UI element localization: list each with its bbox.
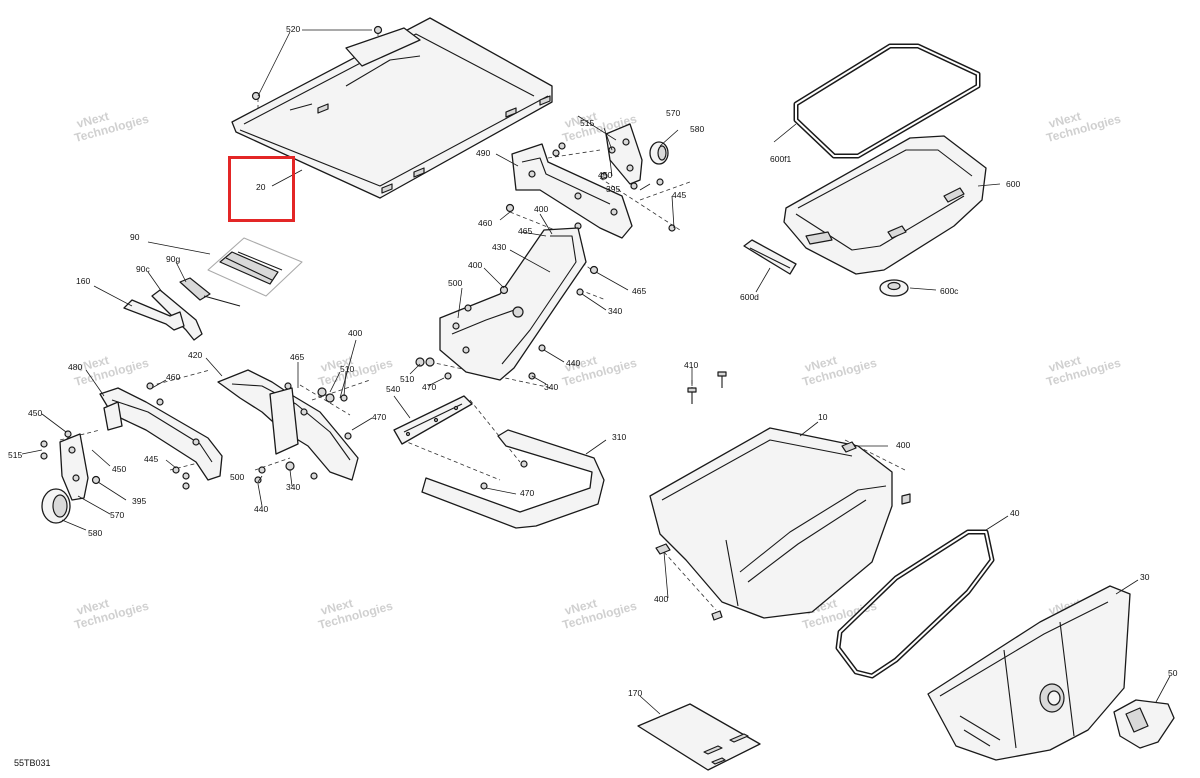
callout-420: 420 bbox=[188, 350, 202, 360]
part-160-wrench bbox=[123, 299, 185, 331]
callout-450: 450 bbox=[598, 170, 612, 180]
callout-600f1: 600f1 bbox=[770, 154, 792, 164]
callout-90g: 90g bbox=[166, 254, 180, 264]
callout-465: 465 bbox=[518, 226, 532, 236]
callout-310: 310 bbox=[612, 432, 626, 442]
callout-480: 480 bbox=[68, 362, 82, 372]
callout-340: 340 bbox=[608, 306, 622, 316]
part-600d-latch bbox=[743, 239, 797, 275]
part-580-left-cap bbox=[41, 488, 71, 524]
part-570-left-plate bbox=[59, 433, 101, 501]
callout-510: 510 bbox=[400, 374, 414, 384]
callout-460: 460 bbox=[166, 372, 180, 382]
part-90-toolkit bbox=[207, 237, 303, 297]
callout-600: 600 bbox=[1006, 179, 1020, 189]
callout-445: 445 bbox=[144, 454, 158, 464]
part-600c-knob bbox=[879, 279, 909, 297]
part-40-seal bbox=[835, 529, 995, 679]
callout-600c: 600c bbox=[940, 286, 959, 296]
callout-430: 430 bbox=[492, 242, 506, 252]
part-540-plate bbox=[393, 395, 473, 445]
part-410-screws bbox=[687, 371, 727, 404]
callout-500: 500 bbox=[448, 278, 462, 288]
callout-400: 400 bbox=[896, 440, 910, 450]
callout-450: 450 bbox=[112, 464, 126, 474]
callout-500: 500 bbox=[230, 472, 244, 482]
callout-540: 540 bbox=[386, 384, 400, 394]
callout-570: 570 bbox=[110, 510, 124, 520]
callout-465: 465 bbox=[632, 286, 646, 296]
callout-395: 395 bbox=[132, 496, 146, 506]
part-50-handle bbox=[1113, 699, 1175, 749]
part-430-support bbox=[415, 227, 587, 381]
part-420-bracket bbox=[217, 369, 359, 484]
callout-520: 520 bbox=[286, 24, 300, 34]
part-10-storage-bin bbox=[649, 427, 911, 621]
leader-lines bbox=[21, 29, 1171, 715]
callout-515: 515 bbox=[8, 450, 22, 460]
callout-170: 170 bbox=[628, 688, 642, 698]
callout-160: 160 bbox=[76, 276, 90, 286]
callout-400: 400 bbox=[534, 204, 548, 214]
part-20-tray bbox=[231, 17, 553, 199]
callout-400: 400 bbox=[348, 328, 362, 338]
part-490-bracket bbox=[511, 143, 633, 239]
part-170-booklet bbox=[637, 703, 761, 771]
callout-340: 340 bbox=[286, 482, 300, 492]
callout-400: 400 bbox=[654, 594, 668, 604]
callout-90: 90 bbox=[130, 232, 140, 242]
callout-30: 30 bbox=[1140, 572, 1150, 582]
part-310-grab-bar bbox=[421, 429, 605, 529]
part-600f1-seal bbox=[793, 43, 981, 159]
part-580-cap bbox=[649, 141, 669, 165]
part-480-frame bbox=[40, 382, 223, 490]
callout-340: 340 bbox=[544, 382, 558, 392]
small-hardware-top bbox=[505, 142, 676, 296]
callout-400: 400 bbox=[468, 260, 482, 270]
part-90g-screwdriver bbox=[179, 277, 241, 307]
callout-470: 470 bbox=[422, 382, 436, 392]
callout-460: 460 bbox=[478, 218, 492, 228]
callout-layer: 520 20 490 515 570 580 450 395 445 460 4… bbox=[8, 24, 1178, 698]
callout-470: 470 bbox=[520, 488, 534, 498]
highlight-box bbox=[228, 156, 295, 222]
callout-395: 395 bbox=[606, 184, 620, 194]
callout-580: 580 bbox=[690, 124, 704, 134]
callout-440: 440 bbox=[254, 504, 268, 514]
callout-450: 450 bbox=[28, 408, 42, 418]
callout-20: 20 bbox=[256, 182, 266, 192]
callout-570: 570 bbox=[666, 108, 680, 118]
callout-50: 50 bbox=[1168, 668, 1178, 678]
part-600-lid bbox=[783, 135, 987, 275]
callout-510: 510 bbox=[340, 364, 354, 374]
callout-580: 580 bbox=[88, 528, 102, 538]
callout-490: 490 bbox=[476, 148, 490, 158]
callout-470: 470 bbox=[372, 412, 386, 422]
part-30-front-panel bbox=[927, 585, 1131, 761]
callout-440: 440 bbox=[566, 358, 580, 368]
callout-10: 10 bbox=[818, 412, 828, 422]
callout-445: 445 bbox=[672, 190, 686, 200]
callout-40: 40 bbox=[1010, 508, 1020, 518]
callout-410: 410 bbox=[684, 360, 698, 370]
diagram-code: 55TB031 bbox=[14, 758, 51, 768]
callout-465: 465 bbox=[290, 352, 304, 362]
callout-600d: 600d bbox=[740, 292, 759, 302]
callout-515: 515 bbox=[580, 118, 594, 128]
callout-90c: 90c bbox=[136, 264, 150, 274]
